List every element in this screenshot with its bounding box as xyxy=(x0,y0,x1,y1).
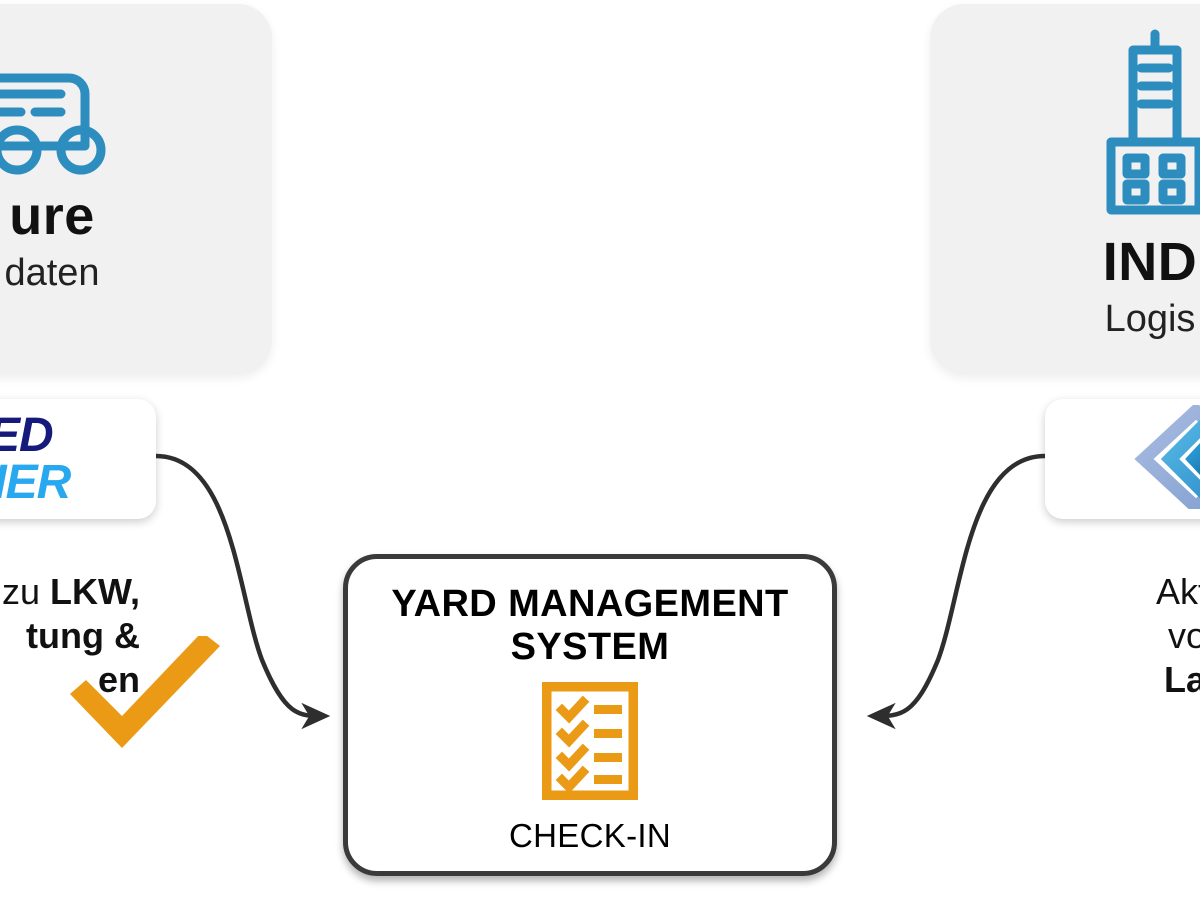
yard-management-system-box: YARD MANAGEMENT SYSTEM CHECK-IN xyxy=(343,554,837,876)
role-card-carrier-title: ure xyxy=(9,186,95,246)
yms-title-line-1: YARD MANAGEMENT xyxy=(391,583,789,625)
role-card-industry: IND Logis xyxy=(930,4,1200,374)
orange-check-icon xyxy=(60,632,230,766)
checklist-clipboard-icon xyxy=(540,680,640,805)
factory-icon xyxy=(1075,24,1200,229)
description-left-line-3: en xyxy=(0,658,140,702)
description-right-line-3: LadES xyxy=(1040,658,1200,702)
yms-title-line-2: SYSTEM xyxy=(510,625,670,668)
arrow-right-to-center xyxy=(866,453,1046,730)
check-diamond-logo-icon xyxy=(1078,401,1200,516)
description-right-line-1: Aktuelle xyxy=(1155,571,1200,612)
role-card-carrier-subtitle: daten xyxy=(4,252,100,295)
description-left-line-1: zu LKW, xyxy=(0,570,140,614)
role-card-carrier: ure daten xyxy=(0,4,272,374)
desc-left-bold-3: en xyxy=(97,658,140,700)
description-left-line-2: tung & xyxy=(0,614,140,658)
logo-line-2: RIER xyxy=(0,456,71,509)
role-card-industry-title: IND xyxy=(1102,232,1198,292)
logo-line-1: TED xyxy=(0,408,54,462)
desc-right-plain-2: von xyxy=(1167,614,1200,656)
description-right: Aktuelle von St LadES xyxy=(1040,570,1200,702)
description-left: zu LKW, tung & en xyxy=(0,570,140,702)
desc-left-plain-1: zu xyxy=(1,571,51,612)
desc-left-bold-2: tung & xyxy=(26,614,140,656)
united-carrier-logo: TED RIER xyxy=(0,408,71,509)
yms-caption: CHECK-IN xyxy=(509,817,671,855)
logo-chip-united-carrier: TED RIER xyxy=(0,399,156,519)
desc-right-bold-3: LadES xyxy=(1163,658,1200,700)
truck-icon xyxy=(0,50,127,183)
desc-left-bold-1: LKW, xyxy=(50,571,140,612)
description-right-line-2: von St xyxy=(1040,614,1200,658)
logo-chip-check-diamond xyxy=(1045,399,1200,519)
role-card-industry-subtitle: Logis xyxy=(1104,298,1196,341)
